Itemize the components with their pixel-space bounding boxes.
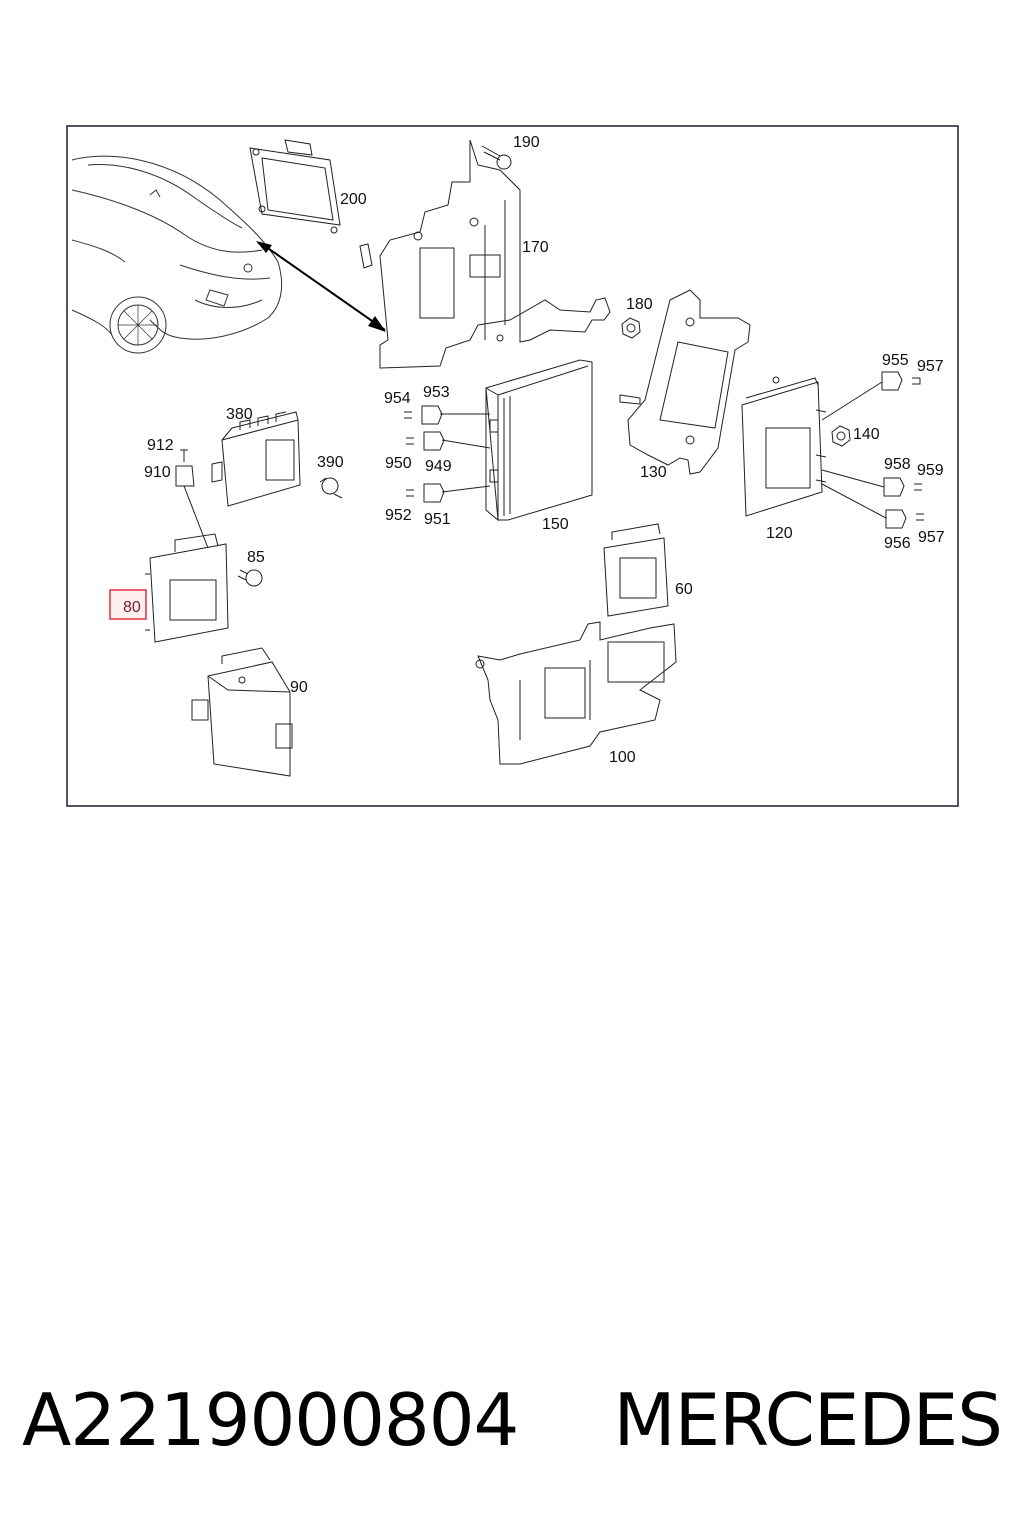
- label-955: 955: [882, 352, 909, 369]
- location-arrow-head: [368, 316, 386, 332]
- label-957-top: 957: [917, 358, 944, 375]
- label-180: 180: [626, 296, 653, 313]
- label-90: 90: [290, 679, 308, 696]
- part-910-912: [175, 449, 209, 549]
- label-952: 952: [385, 507, 412, 524]
- parts-diagram: 190 200 170 180 130 955 957 140 958 959 …: [66, 125, 959, 807]
- label-910: 910: [144, 464, 171, 481]
- label-390: 390: [317, 454, 344, 471]
- part-60-module: [603, 523, 669, 617]
- label-130: 130: [640, 464, 667, 481]
- label-956: 956: [884, 535, 911, 552]
- label-953: 953: [423, 384, 450, 401]
- label-958: 958: [884, 456, 911, 473]
- part-190-bolt: [481, 145, 512, 170]
- label-140: 140: [853, 426, 880, 443]
- label-959: 959: [917, 462, 944, 479]
- label-949: 949: [425, 458, 452, 475]
- part-180-nut: [621, 317, 641, 339]
- brand-name: MERCEDES: [613, 1378, 1003, 1462]
- label-200: 200: [340, 191, 367, 208]
- part-130-bracket: [619, 289, 751, 475]
- connectors-right: [821, 371, 924, 529]
- label-100: 100: [609, 749, 636, 766]
- label-85: 85: [247, 549, 265, 566]
- label-60: 60: [675, 581, 693, 598]
- label-190: 190: [513, 134, 540, 151]
- part-150-unit: [485, 359, 593, 522]
- part-90-module: [191, 647, 293, 777]
- label-951: 951: [424, 511, 451, 528]
- diagram-frame: [66, 125, 959, 807]
- part-120-module: [741, 376, 827, 517]
- highlight-box: [109, 589, 147, 620]
- footer: A2219000804 MERCEDES: [0, 1370, 1024, 1470]
- location-arrow: [261, 243, 386, 331]
- label-912: 912: [147, 437, 174, 454]
- part-100-tray: [475, 621, 677, 765]
- label-950: 950: [385, 455, 412, 472]
- label-957-bottom: 957: [918, 529, 945, 546]
- part-390-screw: [319, 477, 343, 499]
- label-150: 150: [542, 516, 569, 533]
- part-170-bracket: [359, 139, 611, 369]
- part-380-module: [211, 411, 301, 507]
- part-number: A2219000804: [22, 1378, 519, 1462]
- connectors-150: [404, 405, 491, 503]
- car-illustration: [71, 155, 283, 354]
- label-80: 80: [123, 599, 141, 616]
- part-200-module: [249, 139, 341, 234]
- label-954: 954: [384, 390, 411, 407]
- label-170: 170: [522, 239, 549, 256]
- part-85-screw: [237, 569, 263, 587]
- label-380: 380: [226, 406, 253, 423]
- part-140-nut: [831, 425, 851, 447]
- part-80-module: [145, 533, 229, 643]
- label-120: 120: [766, 525, 793, 542]
